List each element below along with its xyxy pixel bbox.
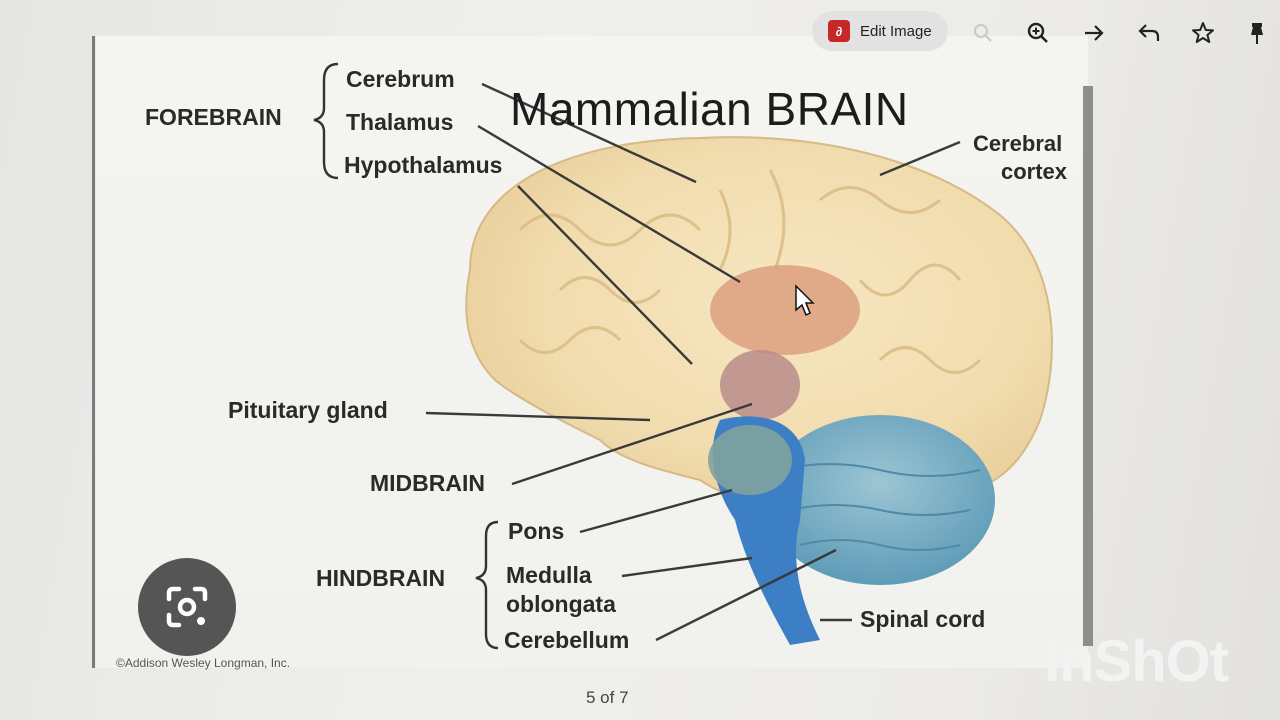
brainstem-shape bbox=[708, 416, 820, 645]
inshot-watermark: InShOt bbox=[1044, 629, 1229, 694]
scrollbar[interactable] bbox=[1083, 86, 1093, 646]
arrow-right-icon[interactable] bbox=[1081, 20, 1107, 46]
pons-label: Pons bbox=[508, 518, 565, 544]
spinal-cord-label: Spinal cord bbox=[860, 606, 986, 632]
cerebellum-shape bbox=[765, 415, 995, 585]
cerebrum-label: Cerebrum bbox=[346, 66, 455, 92]
search-icon[interactable] bbox=[970, 20, 996, 46]
diagram-title: Mammalian BRAIN bbox=[510, 83, 909, 135]
star-icon[interactable] bbox=[1190, 20, 1216, 46]
medulla-label-line2: oblongata bbox=[506, 591, 616, 617]
edit-image-button[interactable]: ∂ Edit Image bbox=[812, 11, 948, 51]
copyright-text: ©Addison Wesley Longman, Inc. bbox=[116, 656, 291, 670]
thalamus-label: Thalamus bbox=[346, 109, 454, 135]
page-count: 5 of 7 bbox=[586, 688, 629, 707]
mouse-cursor-icon bbox=[795, 284, 815, 317]
pin-icon[interactable] bbox=[1244, 20, 1270, 46]
forebrain-group-label: FOREBRAIN bbox=[145, 104, 282, 130]
cerebral-cortex-label-line1: Cerebral bbox=[973, 131, 1063, 156]
medulla-label-line1: Medulla bbox=[506, 562, 592, 588]
page-left-edge bbox=[92, 36, 95, 668]
hindbrain-brace bbox=[475, 520, 499, 650]
pdf-icon: ∂ bbox=[828, 20, 850, 42]
camera-lens-icon bbox=[166, 586, 208, 628]
pituitary-gland-label: Pituitary gland bbox=[228, 397, 388, 423]
hypothalamus-label: Hypothalamus bbox=[344, 152, 503, 178]
forebrain-brace bbox=[313, 62, 339, 180]
thalamus-shape bbox=[710, 265, 860, 420]
undo-icon[interactable] bbox=[1136, 20, 1162, 46]
edit-image-label: Edit Image bbox=[860, 22, 932, 40]
viewer-toolbar: ∂ Edit Image bbox=[812, 8, 1280, 54]
zoom-in-icon[interactable] bbox=[1025, 20, 1051, 46]
cerebral-cortex-label-line2: cortex bbox=[1001, 159, 1068, 184]
midbrain-group-label: MIDBRAIN bbox=[370, 470, 485, 496]
hindbrain-group-label: HINDBRAIN bbox=[316, 565, 446, 591]
lens-search-button[interactable] bbox=[138, 558, 236, 656]
cerebellum-label: Cerebellum bbox=[504, 627, 630, 653]
